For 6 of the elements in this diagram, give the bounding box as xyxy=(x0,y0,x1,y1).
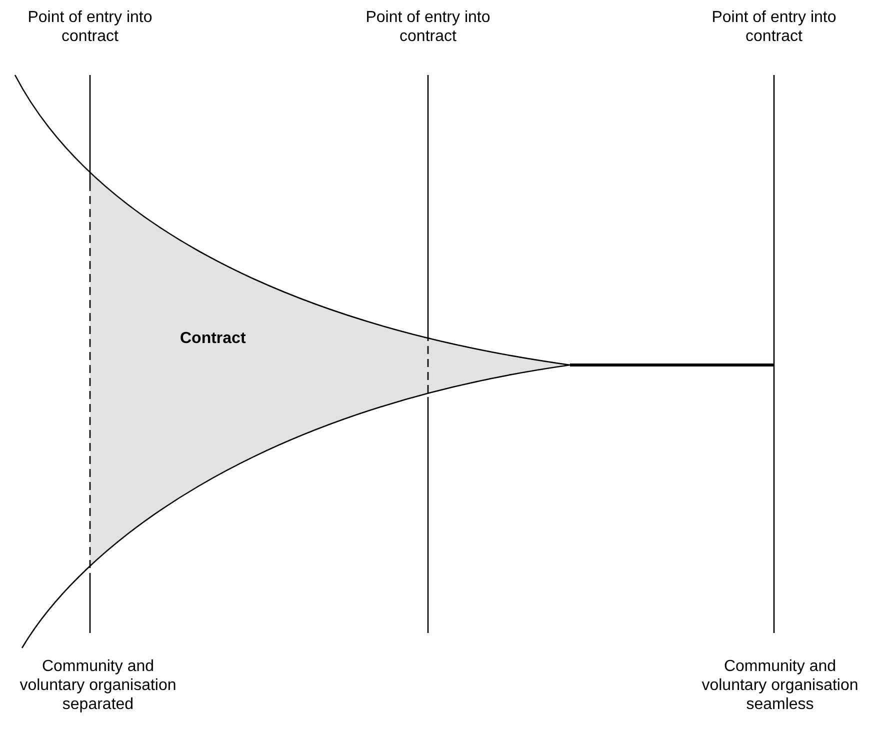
column-heading: Point of entry into contract xyxy=(26,8,154,46)
column-heading: Point of entry into contract xyxy=(364,8,492,46)
end-label: Community and voluntary organisation separated xyxy=(18,657,178,714)
region-label: Contract xyxy=(180,330,246,347)
column-heading: Point of entry into contract xyxy=(710,8,838,46)
end-label: Community and voluntary organisation seamless xyxy=(700,657,860,714)
